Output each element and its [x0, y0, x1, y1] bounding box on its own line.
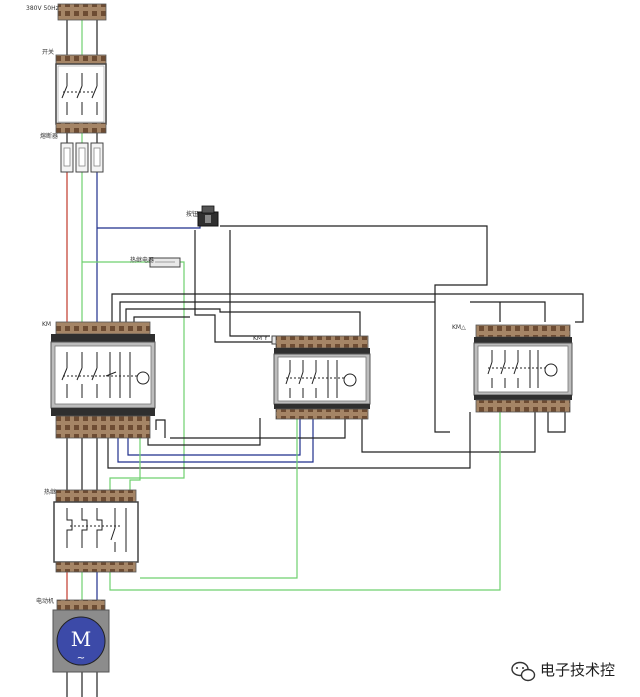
label-thermal: 热继电器	[130, 256, 154, 264]
label-relay: 热继	[44, 488, 56, 496]
label-km-y: KM Y	[253, 335, 268, 342]
contactor-km-delta	[473, 324, 573, 413]
motor: M ~	[52, 599, 110, 673]
labels: 380V 50Hz 开关 熔断器 按钮 热继电器 KM KM Y KM△ 热继 …	[26, 5, 466, 605]
push-button	[197, 205, 219, 227]
breaker	[55, 54, 107, 134]
label-km-delta: KM△	[452, 324, 466, 331]
power-supply-terminal	[57, 3, 107, 21]
motor-symbol: M	[71, 627, 91, 651]
wechat-icon	[511, 661, 536, 682]
wires	[66, 20, 584, 697]
contactor-km-y	[273, 335, 371, 420]
watermark: 电子技术控	[511, 661, 615, 682]
label-km-main: KM	[42, 321, 51, 328]
watermark-brand: 电子技术控	[540, 661, 615, 679]
small-thermal-relay	[149, 257, 181, 268]
label-power-supply: 380V 50Hz	[26, 5, 59, 12]
thermal-relay	[53, 489, 139, 573]
contactor-km	[50, 321, 156, 439]
label-button: 按钮	[186, 210, 198, 218]
label-fuse: 熔断器	[40, 132, 58, 140]
label-breaker: 开关	[42, 48, 54, 56]
label-motor: 电动机	[36, 597, 54, 605]
fuse-block	[60, 142, 104, 173]
motor-tilde: ~	[77, 653, 85, 664]
